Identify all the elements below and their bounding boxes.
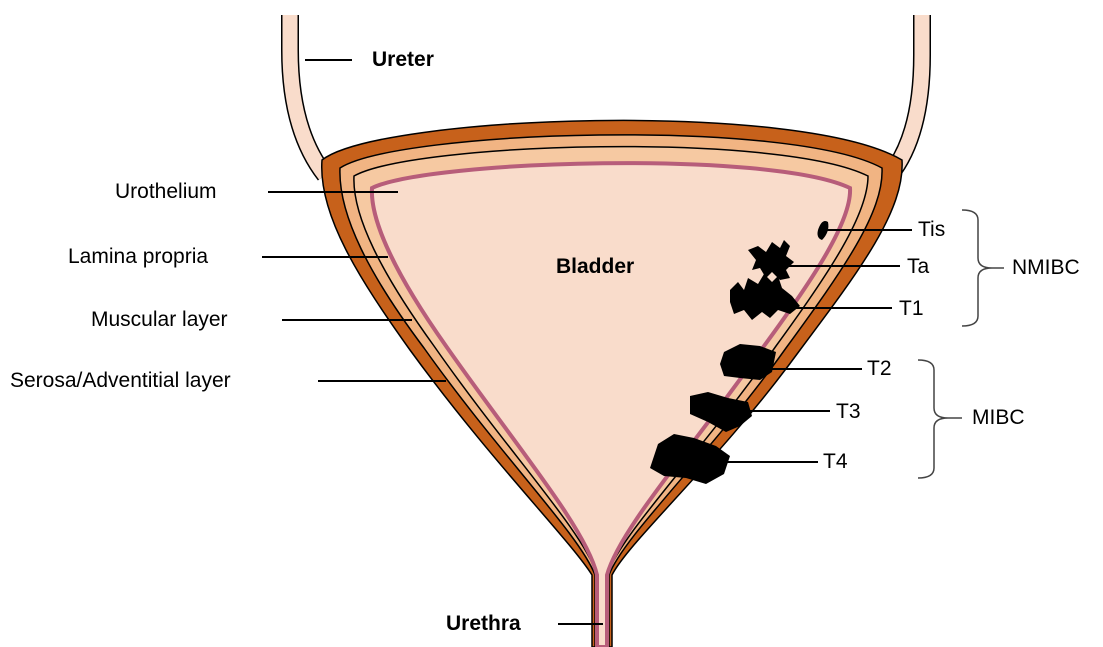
serosa-label: Serosa/Adventitial layer <box>10 370 231 391</box>
muscular-layer-label: Muscular layer <box>91 309 228 330</box>
ureter-label: Ureter <box>372 49 434 70</box>
stage-t1-label: T1 <box>899 298 924 319</box>
stage-tis-label: Tis <box>918 219 945 240</box>
stage-ta-label: Ta <box>907 256 929 277</box>
bladder-label: Bladder <box>556 256 634 277</box>
urethra-label: Urethra <box>446 613 521 634</box>
stage-t2-label: T2 <box>867 358 892 379</box>
nmibc-label: NMIBC <box>1012 257 1080 278</box>
lamina-propria-label: Lamina propria <box>68 246 208 267</box>
mibc-label: MIBC <box>972 407 1025 428</box>
nmibc-bracket <box>962 210 992 326</box>
mibc-bracket <box>918 360 948 478</box>
stage-t4-label: T4 <box>823 451 848 472</box>
urothelium-label: Urothelium <box>115 181 217 202</box>
stage-t3-label: T3 <box>836 401 861 422</box>
